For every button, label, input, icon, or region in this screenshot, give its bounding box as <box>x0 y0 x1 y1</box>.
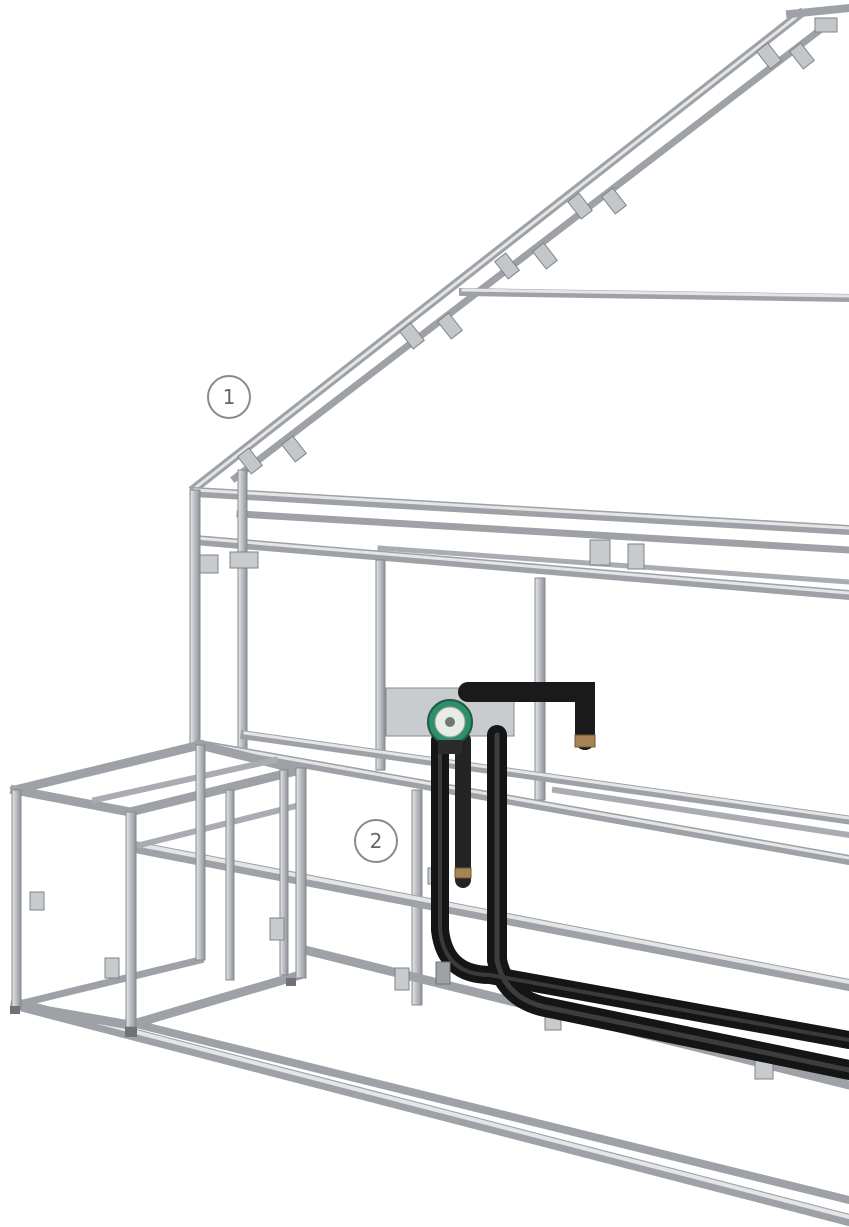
circulation-pump <box>427 699 473 754</box>
left-box-frame <box>9 739 306 1031</box>
pump-rail <box>551 786 849 839</box>
frame-feet <box>10 978 296 1037</box>
lower-rails <box>12 944 849 1227</box>
pipe-fittings <box>435 734 596 985</box>
left-box-posts <box>11 744 307 1028</box>
upper-rails <box>189 486 849 601</box>
callout-marker-2: 2 <box>354 819 398 863</box>
callout-marker-1: 1 <box>207 375 251 419</box>
insulated-pipework <box>431 682 849 1080</box>
roof-brackets <box>237 17 838 475</box>
roof-rails <box>188 3 849 495</box>
